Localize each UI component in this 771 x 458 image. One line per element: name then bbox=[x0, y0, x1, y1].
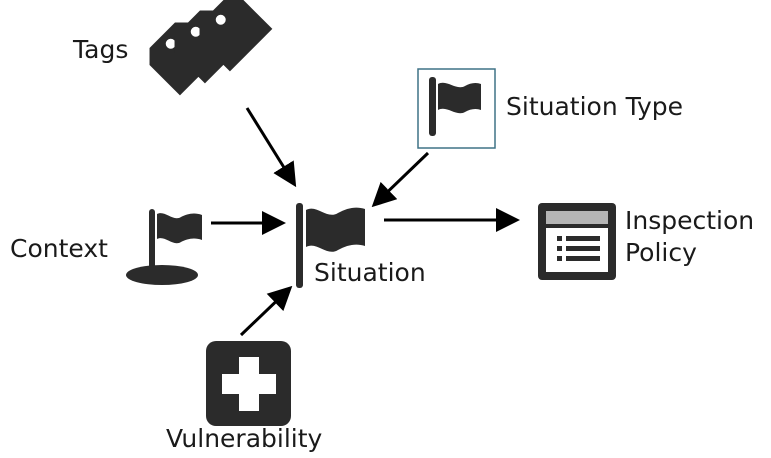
inspection-policy-label-line1: Inspection bbox=[625, 206, 755, 235]
context-label: Context bbox=[10, 234, 108, 263]
vulnerability-label: Vulnerability bbox=[166, 424, 323, 453]
edge-tags-to-situation bbox=[245, 107, 297, 188]
inspection-policy-icon bbox=[538, 203, 616, 280]
tags-icon bbox=[149, 0, 273, 96]
situation-label: Situation bbox=[314, 258, 426, 287]
inspection-policy-label: Inspection Policy bbox=[625, 205, 754, 269]
situation-icon bbox=[296, 203, 365, 288]
inspection-policy-label-line2: Policy bbox=[625, 238, 697, 267]
situation-type-label: Situation Type bbox=[506, 92, 684, 121]
vulnerability-icon bbox=[206, 341, 291, 426]
edge-vulnerability-to-situation bbox=[239, 285, 293, 337]
situation-type-icon bbox=[417, 68, 496, 149]
tags-label: Tags bbox=[73, 35, 129, 64]
edge-situation-type-to-situation bbox=[371, 151, 430, 208]
context-icon bbox=[126, 209, 202, 285]
